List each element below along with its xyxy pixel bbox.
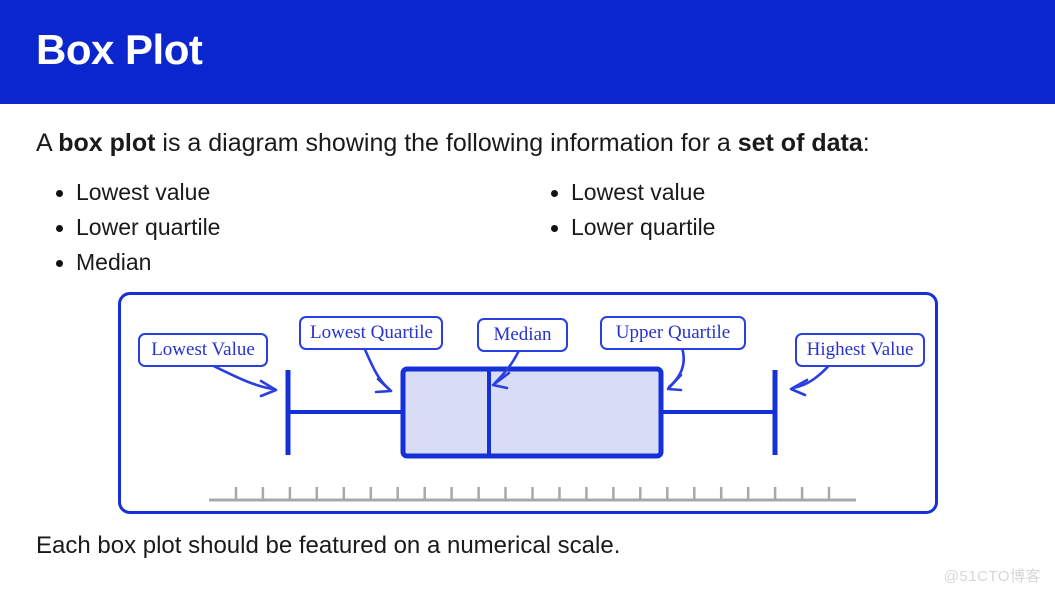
- callout-lowest-quartile[interactable]: Lowest Quartile: [299, 316, 443, 350]
- scale-ticks: [234, 487, 831, 499]
- arrowhead-lowest-value: [259, 379, 278, 398]
- arrow-lowest-quartile: [361, 343, 391, 391]
- box-plot-diagram: Lowest Value Lowest Quartile Median Uppe…: [118, 292, 938, 514]
- bullet-label: Lowest value: [76, 179, 211, 205]
- list-item: Median: [50, 245, 220, 279]
- bullet-label: Lower quartile: [571, 214, 716, 240]
- page-title: Box Plot: [36, 26, 203, 73]
- callout-label: Lowest Value: [151, 339, 255, 360]
- intro-suffix: :: [862, 129, 870, 157]
- intro-bold-box-plot: box plot: [58, 129, 156, 157]
- header-banner: Box Plot: [0, 0, 1055, 104]
- callout-highest-value[interactable]: Highest Value: [795, 333, 925, 367]
- callout-label: Median: [493, 324, 552, 345]
- numerical-scale: [209, 487, 856, 502]
- intro-bold-set-of-data: set of data: [737, 129, 863, 157]
- intro-middle: is a diagram showing the following infor…: [155, 129, 738, 157]
- arrowhead-upper-quartile: [666, 373, 683, 392]
- intro-prefix: A: [36, 129, 59, 157]
- bullet-label: Lowest value: [571, 179, 706, 205]
- footer-text: Each box plot should be featured on a nu…: [36, 532, 621, 559]
- quartile-box: [400, 366, 664, 459]
- callout-upper-quartile[interactable]: Upper Quartile: [600, 316, 746, 350]
- watermark: @51CTO博客: [943, 568, 1041, 585]
- callout-label: Lowest Quartile: [310, 322, 433, 343]
- callout-median[interactable]: Median: [477, 318, 568, 352]
- bullet-list-left: Lowest value Lower quartile Median: [50, 175, 220, 280]
- list-item: Lowest value: [50, 175, 220, 209]
- list-item: Lower quartile: [545, 210, 715, 244]
- arrowhead-lowest-quartile: [374, 377, 393, 394]
- bullet-label: Lower quartile: [76, 214, 221, 240]
- arrowhead-highest-value: [789, 378, 809, 397]
- arrowhead-median: [491, 371, 511, 390]
- callout-label: Upper Quartile: [615, 322, 731, 343]
- bullet-list-right: Lowest value Lower quartile: [545, 175, 715, 245]
- intro-paragraph: A box plot is a diagram showing the foll…: [36, 126, 870, 160]
- list-item: Lowest value: [545, 175, 715, 209]
- bullet-label: Median: [76, 249, 152, 275]
- list-item: Lower quartile: [50, 210, 220, 244]
- callout-lowest-value[interactable]: Lowest Value: [138, 333, 268, 367]
- callout-label: Highest Value: [806, 339, 914, 360]
